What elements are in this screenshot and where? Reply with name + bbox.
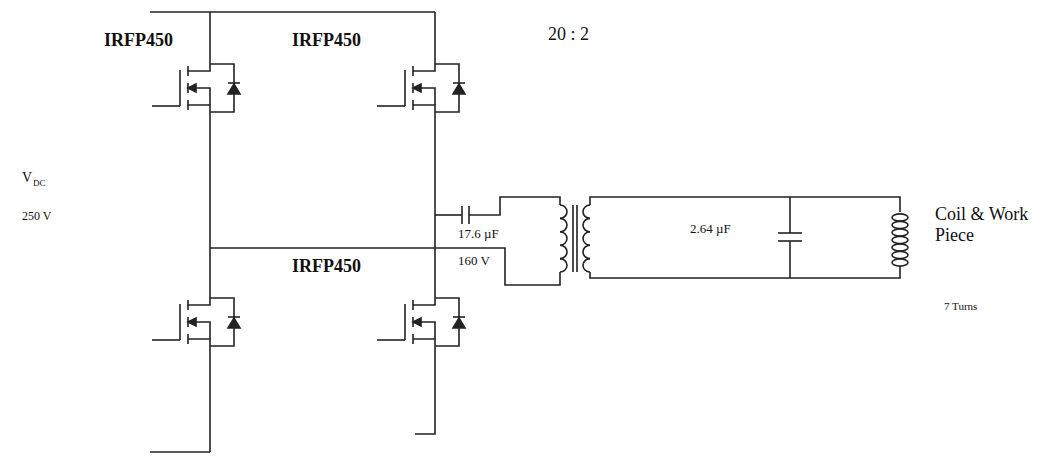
component-label: 20 : 2 — [548, 24, 589, 45]
wire — [789, 241, 791, 278]
wire — [789, 197, 791, 233]
component-label: 7 Turns — [944, 300, 977, 313]
component-label: 160 V — [458, 254, 490, 269]
wire — [435, 214, 462, 216]
wire — [434, 12, 436, 60]
diode-symbol — [228, 318, 240, 328]
wire — [469, 197, 560, 215]
component-label: DC — [33, 178, 46, 188]
wire — [590, 197, 900, 212]
wire — [209, 350, 211, 452]
wire — [209, 12, 211, 60]
component-label: V — [22, 170, 32, 186]
component-label: 17.6 µF — [458, 227, 499, 242]
wire — [434, 116, 436, 294]
wire — [209, 116, 211, 294]
component-label: 2.64 µF — [690, 222, 731, 237]
mosfet-symbol — [377, 60, 465, 116]
mosfet-symbol — [152, 294, 240, 350]
diode-symbol — [228, 84, 240, 94]
wiring — [150, 12, 908, 452]
component-label: Coil & Work Piece — [935, 204, 1045, 245]
positive-rail — [150, 11, 435, 13]
wire — [415, 350, 435, 434]
work-coil — [892, 214, 908, 266]
transformer-symbol — [560, 205, 590, 272]
component-label: IRFP450 — [104, 30, 173, 51]
diode-symbol — [453, 84, 465, 94]
wire — [590, 266, 900, 278]
mosfet-symbol — [377, 294, 465, 350]
component-label: 250 V — [22, 210, 51, 224]
component-label: IRFP450 — [292, 256, 361, 277]
negative-rail — [150, 451, 210, 453]
capacitor-plate — [461, 206, 463, 224]
mosfet-symbol — [152, 60, 240, 116]
diode-symbol — [453, 318, 465, 328]
component-label: IRFP450 — [292, 30, 361, 51]
capacitor-plate — [778, 232, 802, 234]
wire — [210, 248, 560, 285]
